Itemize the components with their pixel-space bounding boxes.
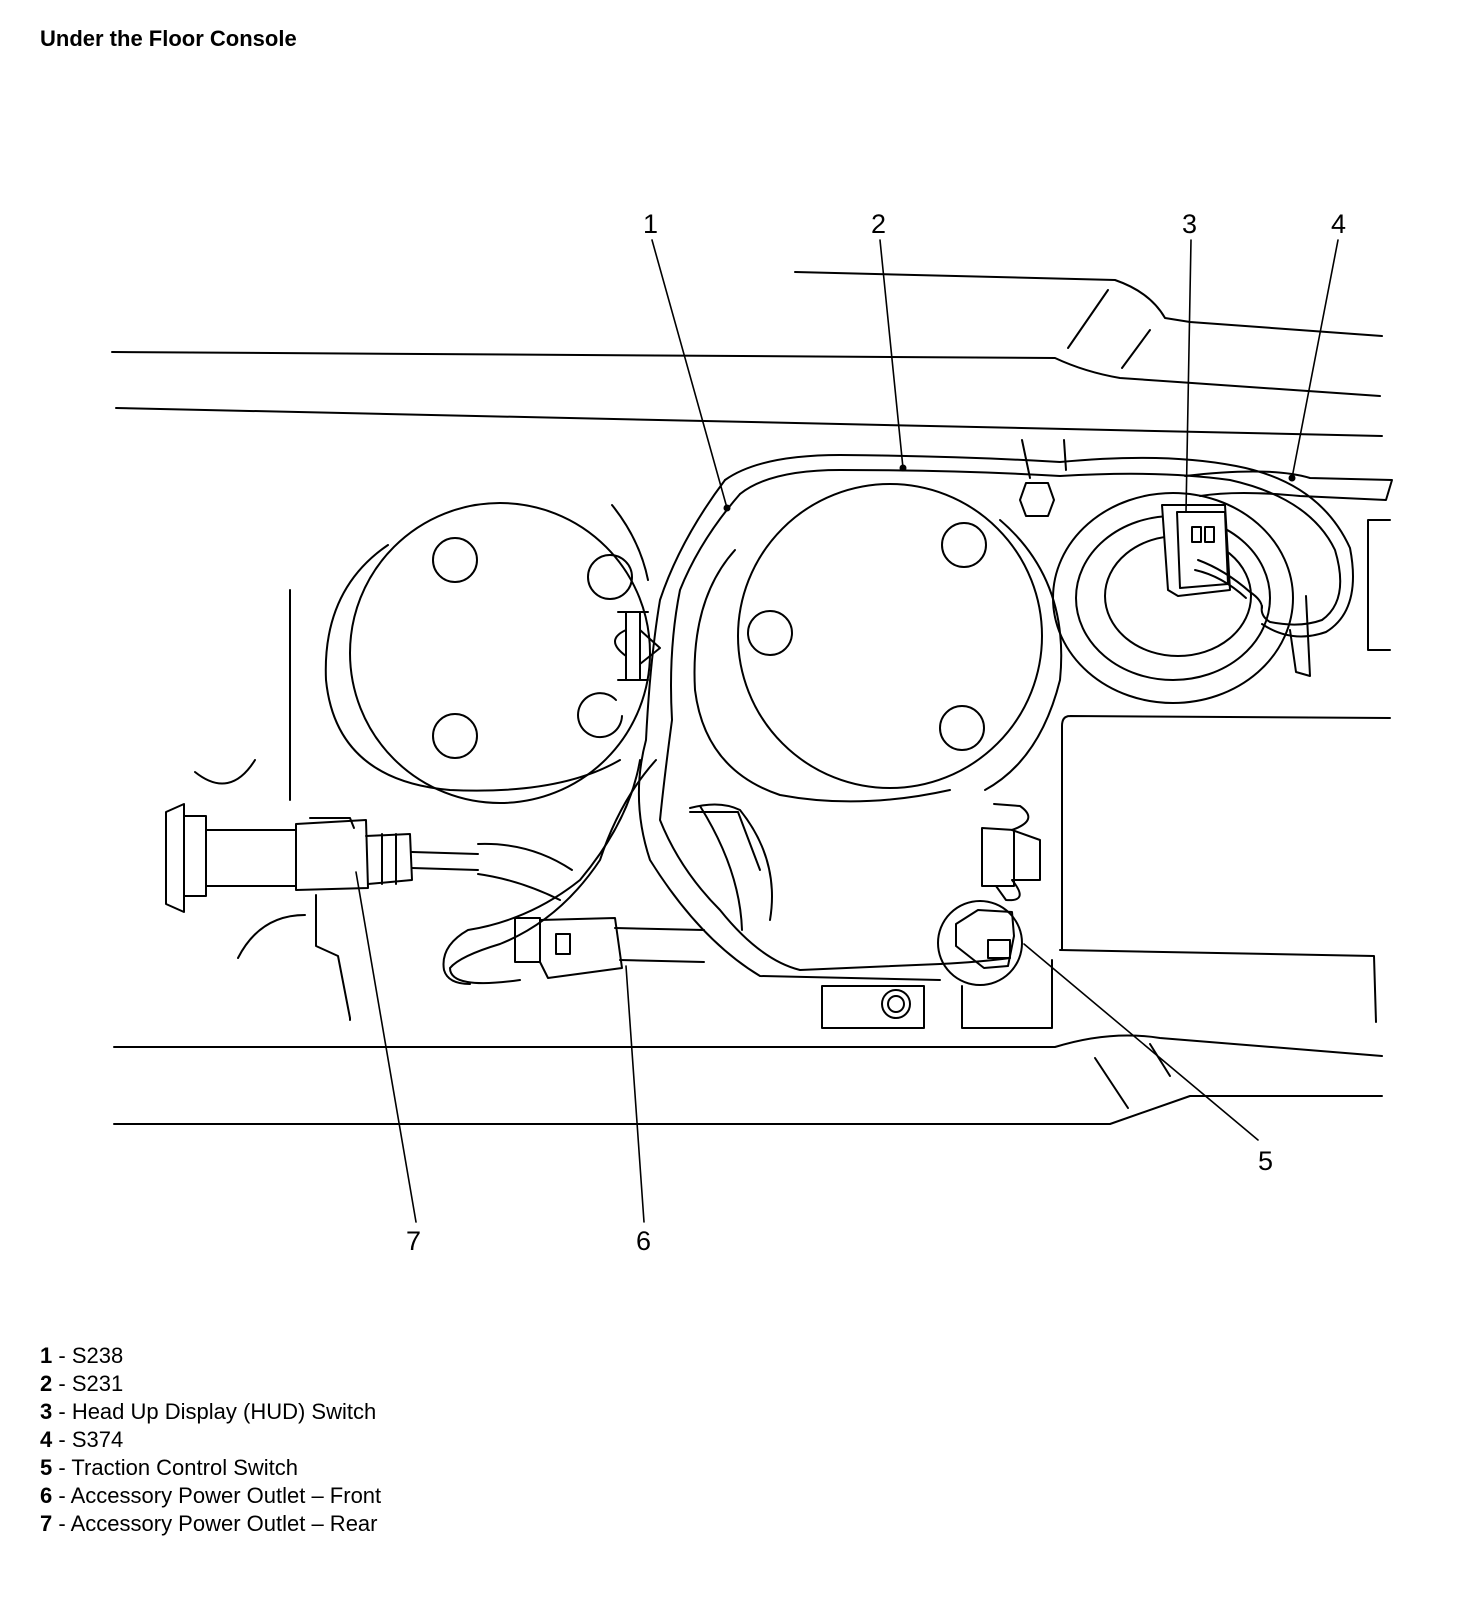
legend-item: 6 - Accessory Power Outlet – Front <box>40 1482 381 1510</box>
hex-fastener <box>1019 482 1055 517</box>
legend-item: 7 - Accessory Power Outlet – Rear <box>40 1510 381 1538</box>
legend-number: 6 <box>40 1483 53 1508</box>
legend-number: 4 <box>40 1427 53 1452</box>
right-lower-box <box>1059 949 1377 1023</box>
callout-leaders <box>355 239 1339 1223</box>
right-bracket <box>1367 519 1391 651</box>
center-cupholder <box>693 483 1063 803</box>
callout-number-1: 1 <box>643 209 658 239</box>
callout-number-5: 5 <box>1258 1146 1273 1176</box>
legend-label: Head Up Display (HUD) Switch <box>71 1399 377 1424</box>
legend-label: S374 <box>71 1427 124 1452</box>
harness-clip <box>614 611 661 681</box>
legend-separator: - <box>52 1399 72 1424</box>
legend-number: 7 <box>40 1511 53 1536</box>
legend-item: 5 - Traction Control Switch <box>40 1454 381 1482</box>
legend-item: 3 - Head Up Display (HUD) Switch <box>40 1398 381 1426</box>
callout-dots <box>723 464 1296 512</box>
callout-number-6: 6 <box>636 1226 651 1256</box>
console-top-rail <box>111 271 1383 437</box>
legend-number: 1 <box>40 1343 53 1368</box>
left-arc-upper <box>194 759 256 785</box>
legend-number: 5 <box>40 1455 53 1480</box>
callout-numbers: 1 2 3 4 5 6 7 <box>406 209 1346 1256</box>
front-power-outlet <box>514 811 761 979</box>
legend-number: 3 <box>40 1399 53 1424</box>
legend-separator: - <box>52 1511 71 1536</box>
legend: 1 - S238 2 - S231 3 - Head Up Display (H… <box>40 1342 381 1538</box>
legend-separator: - <box>52 1455 72 1480</box>
callout-number-4: 4 <box>1331 209 1346 239</box>
traction-control-switch <box>937 900 1053 1029</box>
legend-item: 4 - S374 <box>40 1426 381 1454</box>
legend-separator: - <box>52 1343 72 1368</box>
callout-number-7: 7 <box>406 1226 421 1256</box>
legend-item: 1 - S238 <box>40 1342 381 1370</box>
callout-number-3: 3 <box>1182 209 1197 239</box>
legend-separator: - <box>52 1483 71 1508</box>
harness-s374 <box>1184 470 1393 501</box>
legend-item: 2 - S231 <box>40 1370 381 1398</box>
legend-label: Traction Control Switch <box>71 1455 299 1480</box>
hud-switch-housing <box>1052 492 1294 704</box>
bracket-strap <box>1021 439 1067 479</box>
left-cupholder <box>324 502 651 804</box>
diagram-title: Under the Floor Console <box>40 26 297 51</box>
lower-fastener <box>821 985 925 1029</box>
legend-separator: - <box>52 1371 72 1396</box>
console-bottom-rail <box>113 1034 1383 1125</box>
legend-label: Accessory Power Outlet – Front <box>70 1483 382 1508</box>
left-arc-lower <box>237 914 306 959</box>
legend-number: 2 <box>40 1371 53 1396</box>
legend-label: S231 <box>71 1371 124 1396</box>
side-clip <box>981 803 1041 902</box>
legend-label: Accessory Power Outlet – Rear <box>70 1511 378 1536</box>
legend-label: S238 <box>71 1343 124 1368</box>
callout-number-2: 2 <box>871 209 886 239</box>
rear-outlet-bracket <box>315 894 351 1021</box>
right-lower-panel <box>1061 715 1391 951</box>
legend-separator: - <box>52 1427 72 1452</box>
rear-power-outlet <box>165 803 573 913</box>
